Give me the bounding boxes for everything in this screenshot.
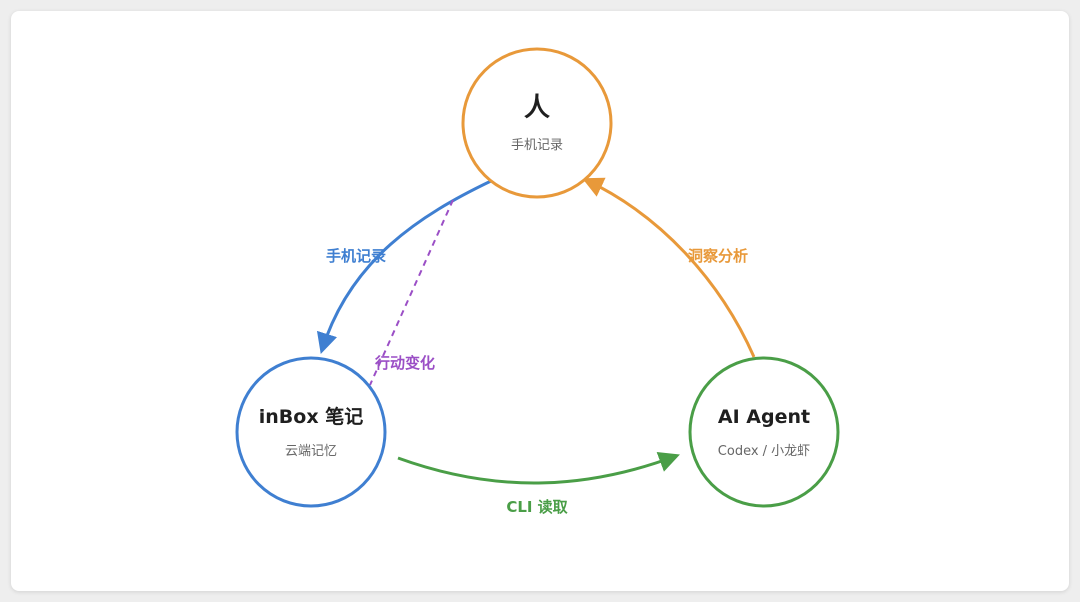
edge-agent-to-human — [582, 177, 756, 358]
node-agent: AI Agent Codex / 小龙虾 — [688, 356, 840, 508]
node-agent-title: AI Agent — [718, 406, 810, 428]
node-human-title: 人 — [524, 93, 550, 123]
edge-label-action-change: 行动变化 — [374, 354, 435, 372]
node-inbox: inBox 笔记 云端记忆 — [235, 356, 387, 508]
node-human-subtitle: 手机记录 — [511, 138, 563, 153]
edge-label-cli-read: CLI 读取 — [506, 498, 568, 516]
node-agent-subtitle: Codex / 小龙虾 — [718, 444, 810, 459]
node-inbox-subtitle: 云端记忆 — [285, 443, 337, 459]
edge-label-insight-analysis: 洞察分析 — [688, 247, 748, 265]
edge-human-to-inbox — [316, 179, 492, 355]
edge-inbox-to-agent — [397, 452, 680, 485]
edge-dashed-action-change — [369, 199, 454, 386]
node-inbox-title: inBox 笔记 — [259, 405, 363, 428]
edge-label-phone-record: 手机记录 — [326, 247, 386, 265]
node-human: 人 手机记录 — [461, 47, 613, 199]
